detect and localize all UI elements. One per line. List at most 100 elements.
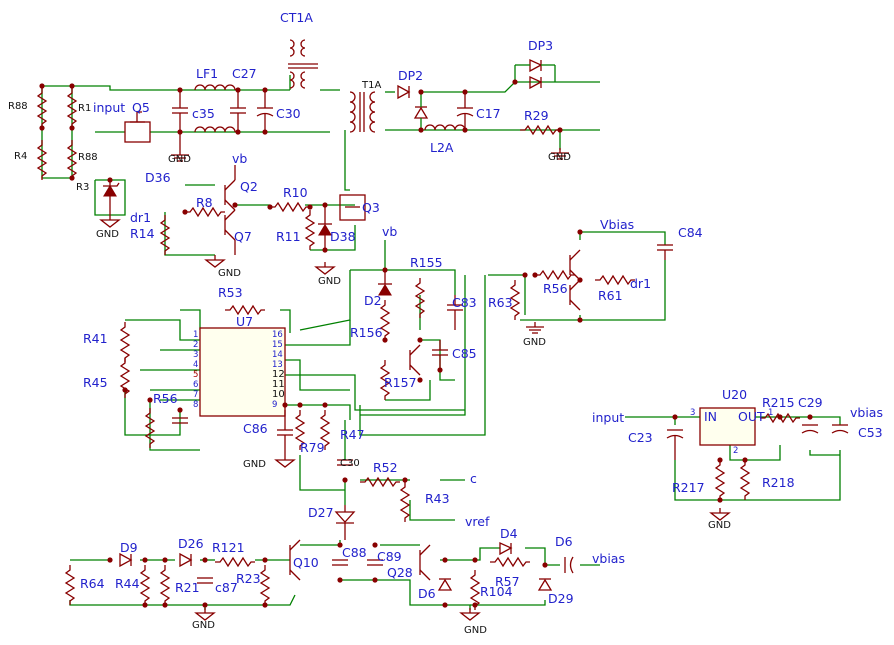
label-c53: C53: [858, 425, 883, 440]
label-d29: D29: [548, 591, 574, 606]
label-r41: R41: [83, 331, 108, 346]
u7-pin: 2: [193, 340, 198, 350]
label-d6-top: D6: [555, 534, 573, 549]
gnd-label: GND: [192, 620, 215, 631]
gnd-label: GND: [168, 154, 191, 165]
label-r10: R10: [283, 185, 308, 200]
label-dp3: DP3: [528, 38, 553, 53]
label-u20-out: OUT: [738, 409, 765, 424]
label-r4: R4: [14, 151, 27, 162]
label-dr1-left: dr1: [130, 210, 151, 225]
label-c89: C89: [377, 549, 402, 564]
u7-pin: 8: [193, 400, 198, 410]
label-r121: R121: [212, 540, 245, 555]
label-r88-bottom: R88: [78, 152, 98, 163]
label-r1: R1: [78, 103, 91, 114]
label-c84: C84: [678, 225, 703, 240]
label-r215: R215: [762, 395, 795, 410]
gnd-label: GND: [218, 268, 241, 279]
label-r52: R52: [373, 460, 398, 475]
label-r64: R64: [80, 576, 105, 591]
u7-pin: 16: [272, 330, 283, 340]
u7-pin: 12: [272, 369, 285, 380]
label-c83: C83: [452, 295, 477, 310]
label-d4: D4: [500, 526, 518, 541]
label-r217: R217: [672, 480, 705, 495]
label-r88-top: R88: [8, 101, 28, 112]
label-r56-left: R56: [153, 391, 178, 406]
label-vbias-bottom: vbias: [592, 551, 625, 566]
label-r23: R23: [236, 571, 261, 586]
u20-pin-gnd: 2: [733, 446, 738, 456]
label-lf1: LF1: [196, 66, 218, 81]
label-c35: c35: [192, 106, 215, 121]
u7-pin: 15: [272, 340, 283, 350]
gnd-label: GND: [708, 520, 731, 531]
label-input-top: input: [93, 100, 125, 115]
junction-dots: [39, 79, 813, 608]
label-c17: C17: [476, 106, 501, 121]
label-input-u20: input: [592, 410, 624, 425]
label-c88: C88: [342, 545, 367, 560]
label-r21: R21: [175, 580, 200, 595]
label-c85: C85: [452, 346, 477, 361]
label-d6-bottom: D6: [418, 586, 436, 601]
label-d2: D2: [364, 293, 382, 308]
label-r43: R43: [425, 491, 450, 506]
label-d26: D26: [178, 536, 204, 551]
label-r47: R47: [340, 427, 365, 442]
label-vb-top: vb: [232, 151, 247, 166]
label-c30-top: C30: [276, 106, 301, 121]
label-r218: R218: [762, 475, 795, 490]
u20-pin-numbers: 3 1 2: [690, 408, 773, 456]
label-u20-in: IN: [704, 409, 717, 424]
label-r157: R157: [384, 375, 417, 390]
label-q3: Q3: [362, 200, 380, 215]
u7-pin: 11: [272, 379, 285, 390]
label-q28: Q28: [387, 565, 413, 580]
u7-pin: 6: [193, 380, 198, 390]
label-t1a: T1A: [361, 80, 381, 91]
label-vbias-top: Vbias: [600, 217, 634, 232]
label-l2a: L2A: [430, 140, 454, 155]
u7-pin-numbers: 1 2 3 4 5 6 7 8 16 15 14 13 12 11 10 9: [193, 330, 285, 410]
label-r79: R79: [300, 440, 325, 455]
label-r56-right: R56: [543, 281, 568, 296]
label-c30-mid: C30: [340, 458, 360, 469]
label-c27: C27: [232, 66, 257, 81]
gnd-label: GND: [464, 625, 487, 636]
component-labels: CT1A LF1 C27 R88 R1 input Q5 c35 C30 T1A…: [8, 10, 883, 606]
gnd-label: GND: [96, 229, 119, 240]
label-q10: Q10: [293, 555, 319, 570]
label-d38: D38: [330, 229, 356, 244]
label-r14: R14: [130, 226, 155, 241]
label-r11: R11: [276, 229, 301, 244]
label-ct1a: CT1A: [280, 10, 313, 25]
label-r44: R44: [115, 576, 140, 591]
label-c23: C23: [628, 430, 653, 445]
u7-pin: 13: [272, 360, 283, 370]
gnd-label: GND: [243, 459, 266, 470]
label-r63: R63: [488, 295, 513, 310]
u7-pin: 3: [193, 350, 198, 360]
label-u20: U20: [722, 387, 747, 402]
u7-pin: 9: [272, 400, 277, 410]
label-r104: R104: [480, 584, 513, 599]
label-c87: c87: [215, 580, 238, 595]
gnd-label: GND: [523, 337, 546, 348]
label-r156: R156: [350, 325, 383, 340]
u7-pin: 1: [193, 330, 198, 340]
label-d36: D36: [145, 170, 171, 185]
label-dp2: DP2: [398, 68, 423, 83]
label-r155: R155: [410, 255, 443, 270]
label-vref: vref: [465, 514, 490, 529]
label-vb-mid: vb: [382, 224, 397, 239]
label-c86: C86: [243, 421, 268, 436]
label-d9: D9: [120, 540, 138, 555]
label-r3: R3: [76, 182, 89, 193]
label-q7: Q7: [234, 229, 252, 244]
gnd-label: GND: [548, 152, 571, 163]
label-c-net: c: [470, 471, 477, 486]
label-r57: R57: [495, 574, 520, 589]
